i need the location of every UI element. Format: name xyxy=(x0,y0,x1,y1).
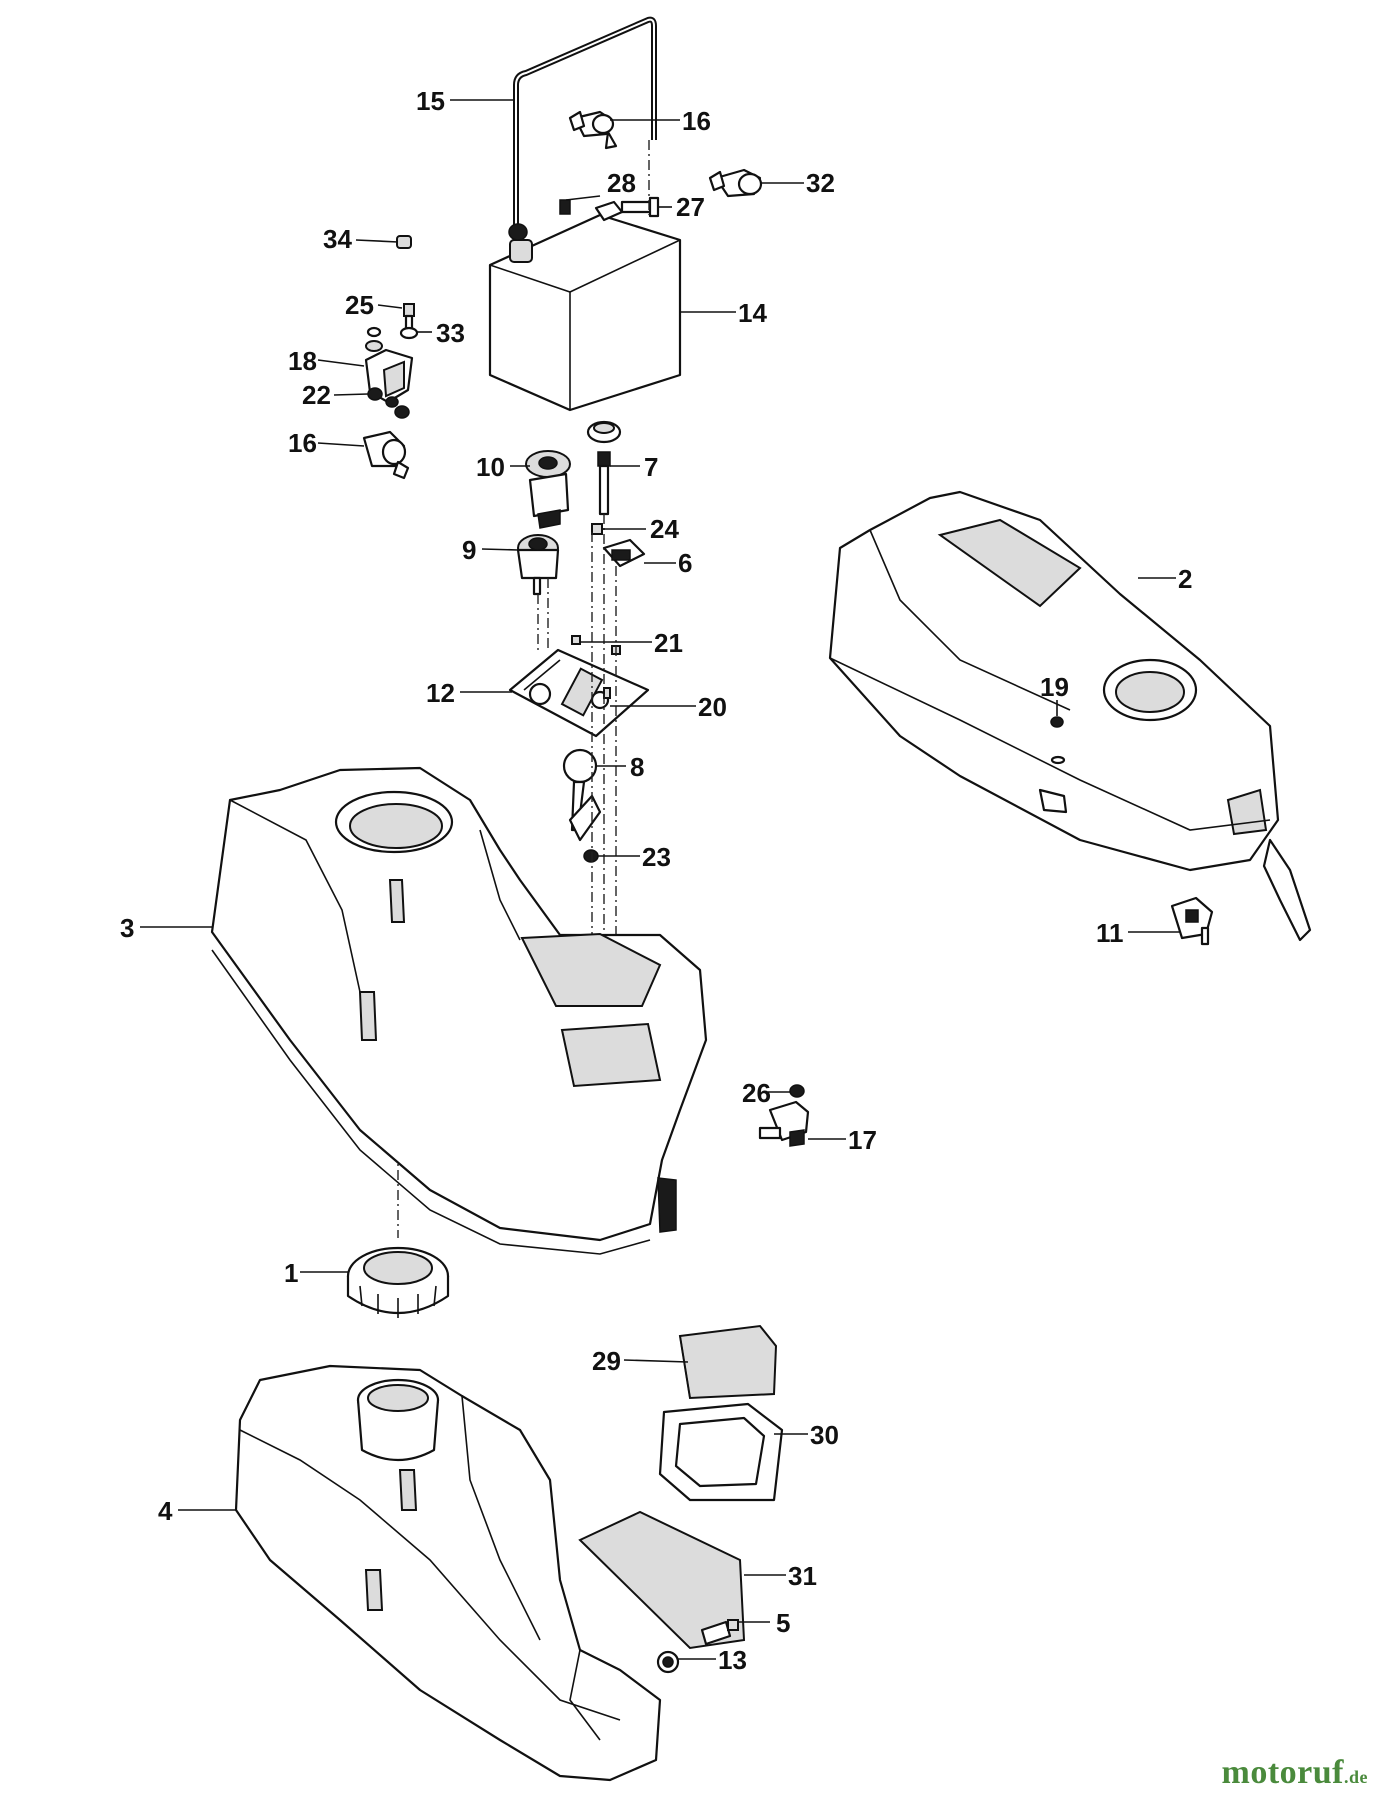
callout-15: 15 xyxy=(416,86,445,116)
callout-labels: 15 16 32 28 27 34 14 25 33 18 22 16 10 7… xyxy=(120,86,1192,1675)
callout-19: 19 xyxy=(1040,672,1069,702)
callout-10: 10 xyxy=(476,452,505,482)
part-14-battery xyxy=(488,200,682,412)
part-15-hold-down-rod xyxy=(513,16,657,225)
callout-6: 6 xyxy=(678,548,692,578)
part-8-lever-knob xyxy=(562,748,602,842)
part-7-knob xyxy=(586,420,622,516)
callout-8: 8 xyxy=(630,752,644,782)
callout-25: 25 xyxy=(345,290,374,320)
callout-30: 30 xyxy=(810,1420,839,1450)
callout-33: 33 xyxy=(436,318,465,348)
callout-23: 23 xyxy=(642,842,671,872)
part-5-valve xyxy=(700,1619,739,1646)
part-27-bolt xyxy=(620,196,660,218)
part-21-screw xyxy=(571,635,621,655)
part-4-fuel-tank xyxy=(234,1364,662,1782)
callout-7: 7 xyxy=(644,452,658,482)
callout-24: 24 xyxy=(650,514,679,544)
part-30-bezel xyxy=(658,1402,784,1502)
part-16-terminal-cap-top xyxy=(568,110,618,150)
callout-14: 14 xyxy=(738,298,767,328)
part-6-switch xyxy=(602,538,646,568)
callout-16-lower: 16 xyxy=(288,428,317,458)
part-25-screw xyxy=(403,303,415,332)
callout-32: 32 xyxy=(806,168,835,198)
watermark-brand: motoruf xyxy=(1221,1754,1344,1791)
callout-22: 22 xyxy=(302,380,331,410)
part-3-fender xyxy=(210,766,708,1255)
callout-1: 1 xyxy=(284,1258,298,1288)
callout-4: 4 xyxy=(158,1496,173,1526)
callout-18: 18 xyxy=(288,346,317,376)
part-32-terminal-cap xyxy=(708,168,763,198)
part-20-screw xyxy=(603,687,611,699)
leader-lines xyxy=(140,99,1180,1660)
callout-31: 31 xyxy=(788,1561,817,1591)
part-11-seat-switch xyxy=(1170,896,1214,946)
part-19-nut xyxy=(1050,716,1066,765)
callout-12: 12 xyxy=(426,678,455,708)
callout-27: 27 xyxy=(676,192,705,222)
part-34-nut xyxy=(396,235,412,249)
callout-29: 29 xyxy=(592,1346,621,1376)
part-13-grommet xyxy=(656,1650,680,1674)
watermark-logo: motoruf.de xyxy=(1222,1754,1368,1792)
callout-26: 26 xyxy=(742,1078,771,1108)
part-2-rear-cover xyxy=(828,490,1312,942)
callout-13: 13 xyxy=(718,1645,747,1675)
callout-11: 11 xyxy=(1096,918,1124,948)
part-1-fuel-cap xyxy=(346,1246,450,1318)
watermark-tld: .de xyxy=(1344,1767,1368,1787)
callout-2: 2 xyxy=(1178,564,1192,594)
callout-34: 34 xyxy=(323,224,352,254)
callout-5: 5 xyxy=(776,1608,790,1638)
part-10-relay xyxy=(525,450,571,529)
callout-9: 9 xyxy=(462,535,476,565)
part-9-ignition-switch xyxy=(516,534,560,596)
part-24-screw xyxy=(591,523,603,535)
callout-16-top: 16 xyxy=(682,106,711,136)
part-29-insert xyxy=(678,1324,778,1400)
part-26-nut xyxy=(789,1084,805,1098)
part-17-plunger-switch xyxy=(758,1100,810,1147)
part-22-nut xyxy=(367,387,410,419)
part-33-washer xyxy=(399,326,419,340)
callout-28: 28 xyxy=(607,168,636,198)
callout-20: 20 xyxy=(698,692,727,722)
part-28-nut xyxy=(559,199,571,215)
part-16-terminal-boot xyxy=(362,430,410,480)
part-18-solenoid xyxy=(364,326,414,404)
part-23-nut xyxy=(583,849,599,863)
callout-17: 17 xyxy=(848,1125,877,1155)
part-12-control-plate xyxy=(508,648,650,738)
part-31-shield xyxy=(578,1510,746,1650)
callout-3: 3 xyxy=(120,913,134,943)
callout-21: 21 xyxy=(654,628,683,658)
